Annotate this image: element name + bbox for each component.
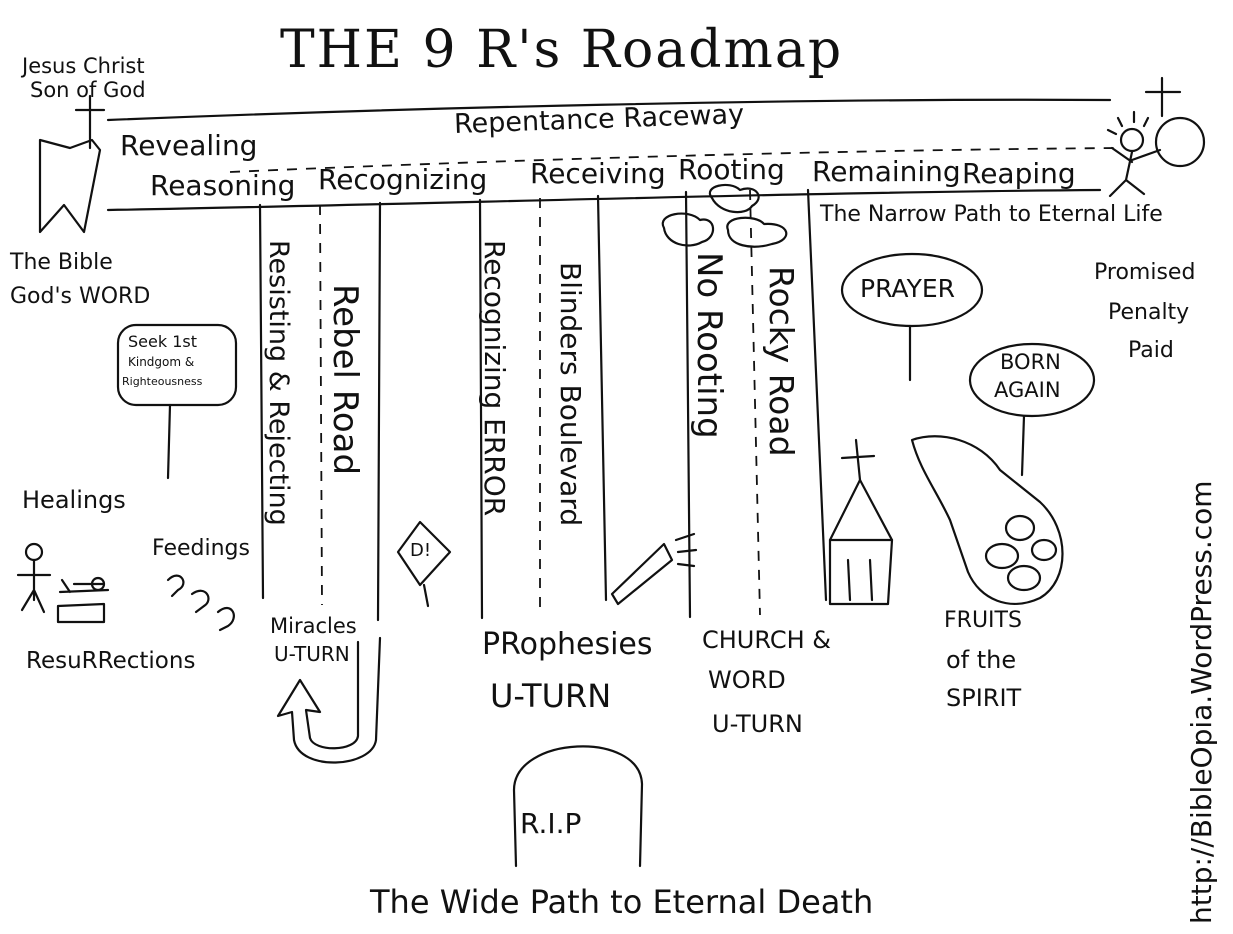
narrow-path-label: The Narrow Path to Eternal Life (820, 202, 1163, 227)
road-dash-3 (749, 189, 761, 616)
cross-figure-icon (74, 94, 106, 150)
healing-figure-icon (16, 542, 52, 614)
church-uturn-line1: CHURCH & (702, 626, 831, 654)
bible-label-line2: God's WORD (10, 284, 151, 309)
prophesies-uturn-line1: PRophesies (482, 627, 653, 662)
bottom-road-line (106, 188, 1102, 212)
church-uturn-line2: WORD (708, 666, 786, 694)
seek-first-sign-board (116, 323, 238, 407)
stage-recognizing: Recognizing (318, 163, 488, 196)
believer-figure-icon (1106, 76, 1206, 198)
rip-label: R.I.P (520, 807, 582, 840)
prophesies-uturn-line2: U-TURN (490, 677, 612, 715)
uturn-arrow-icon (276, 636, 382, 764)
born-again-sign-text-1: BORN (1000, 350, 1061, 374)
stage-reaping: Reaping (962, 157, 1076, 190)
megaphone-icon (610, 532, 698, 606)
revealing-label: Revealing (120, 129, 258, 162)
stage-remaining: Remaining (812, 155, 961, 188)
road-line-2 (376, 201, 382, 622)
road-label-resisting: Resisting & Rejecting (263, 240, 294, 526)
seek-sign-text-2: Kindgom & (128, 355, 195, 369)
born-again-sign-text-2: AGAIN (994, 378, 1061, 402)
hand-fruits-icon (910, 435, 1064, 605)
miracles-uturn-line2: U-TURN (274, 642, 350, 666)
wide-path-label: The Wide Path to Eternal Death (370, 883, 874, 921)
seek-sign-text-1: Seek 1st (128, 332, 197, 351)
stage-reasoning: Reasoning (150, 169, 296, 202)
road-dash-1 (319, 204, 323, 606)
born-again-sign-post (1020, 414, 1026, 477)
warning-sign-text: D! (410, 540, 432, 561)
road-line-5 (684, 190, 692, 619)
fruits-label-line3: SPIRIT (946, 684, 1022, 712)
website-url[interactable]: http://BibleOpia.WordPress.com (1185, 480, 1218, 924)
warning-sign-icon (396, 520, 452, 587)
road-line-6 (806, 188, 828, 602)
promised-label-line2: Penalty (1108, 300, 1190, 325)
bible-label-line1: The Bible (10, 250, 113, 275)
prayer-sign-bubble (840, 252, 984, 328)
road-label-no-rooting: No Rooting (689, 252, 729, 439)
fruits-label-line2: of the (946, 646, 1017, 674)
born-again-sign-bubble (968, 342, 1096, 418)
jesus-label-line2: Son of God (30, 78, 146, 102)
seek-first-sign-post (166, 403, 172, 480)
road-label-rebel: Rebel Road (325, 284, 365, 476)
fish-icon (166, 574, 235, 632)
road-label-blinders: Blinders Boulevard (554, 262, 587, 527)
road-line-4 (596, 194, 608, 602)
feedings-label: Feedings (152, 536, 250, 561)
church-icon (828, 438, 894, 606)
clouds-icon (661, 183, 788, 248)
road-line-1 (258, 203, 265, 600)
promised-label-line1: Promised (1094, 260, 1196, 285)
seek-sign-text-3: Righteousness (122, 375, 203, 388)
road-label-recognizing-error: Recognizing ERROR (478, 240, 511, 517)
jesus-label-line1: Jesus Christ (22, 54, 145, 78)
resurrections-label: ResuRRections (26, 648, 196, 674)
healings-label: Healings (22, 486, 126, 514)
stage-rooting: Rooting (678, 153, 785, 186)
road-label-rocky: Rocky Road (762, 266, 801, 457)
resurrection-grave-icon (56, 576, 110, 624)
road-line-3 (478, 198, 484, 620)
miracles-uturn-line1: Miracles (270, 614, 357, 638)
stage-receiving: Receiving (530, 157, 666, 190)
page-title: THE 9 R's Roadmap (280, 20, 844, 80)
tombstone-icon (512, 745, 644, 868)
top-road-dashed-line (229, 147, 1121, 173)
top-road-line (106, 98, 1112, 122)
promised-label-line3: Paid (1128, 338, 1174, 363)
bible-icon (38, 138, 102, 234)
fruits-label-line1: FRUITS (944, 608, 1022, 633)
church-uturn-line3: U-TURN (712, 710, 803, 738)
prayer-sign-text: PRAYER (860, 274, 956, 303)
